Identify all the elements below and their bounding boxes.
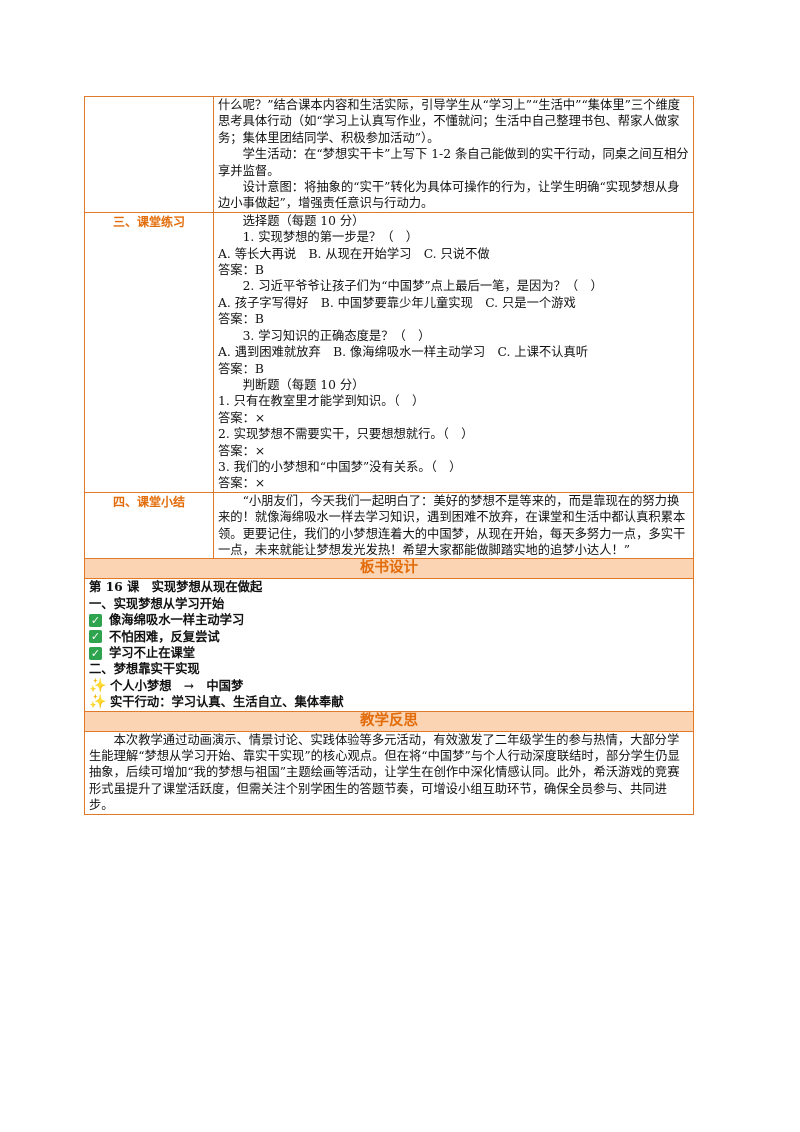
board-check-item: ✓ 像海绵吸水一样主动学习	[89, 612, 689, 628]
question-line: 1. 实现梦想的第一步是？（ ）	[242, 230, 419, 245]
board-header: 板书设计	[84, 558, 694, 580]
summary-content: “小朋友们，今天我们一起明白了：美好的梦想不是等来的，而是靠现在的努力换来的！就…	[213, 491, 694, 560]
answer-line: 答案：B	[218, 312, 264, 327]
board-star-item: ✨ 个人小梦想 → 中国梦	[89, 678, 689, 694]
board-section-2: 二、梦想靠实干实现	[89, 661, 200, 677]
check-icon: ✓	[89, 630, 102, 644]
judge-heading: 判断题（每题 10 分）	[242, 377, 365, 392]
reflection-text: 本次教学通过动画演示、情景讨论、实践体验等多元活动，有效激发了二年级学生的参与热…	[89, 732, 680, 813]
answer-line: 答案：×	[218, 410, 266, 425]
design-intent-paragraph: 设计意图：将抽象的“实干”转化为具体可操作的行为，让学生明确“实现梦想从身边小事…	[218, 180, 680, 211]
question-line: 2. 实现梦想不需要实干，只要想想就行。（ ）	[218, 427, 474, 442]
question-line: 2. 习近平爷爷让孩子们为“中国梦”点上最后一笔，是因为？（ ）	[242, 279, 603, 294]
activity-label-cell	[84, 96, 214, 213]
practice-row: 三、课堂练习 选择题（每题 10 分） 1. 实现梦想的第一步是？（ ） A. …	[84, 211, 694, 493]
star-item-text: 个人小梦想 → 中国梦	[110, 677, 244, 693]
question-line: 3. 我们的小梦想和“中国梦”没有关系。（ ）	[218, 459, 462, 474]
summary-text: “小朋友们，今天我们一起明白了：美好的梦想不是等来的，而是靠现在的努力换来的！就…	[218, 493, 686, 557]
summary-row: 四、课堂小结 “小朋友们，今天我们一起明白了：美好的梦想不是等来的，而是靠现在的…	[84, 491, 694, 560]
reflection-header-row: 教学反思	[84, 710, 694, 732]
board-row: 第 16 课 实现梦想从现在做起 一、实现梦想从学习开始 ✓ 像海绵吸水一样主动…	[84, 578, 694, 712]
board-header-row: 板书设计	[84, 558, 694, 580]
practice-content: 选择题（每题 10 分） 1. 实现梦想的第一步是？（ ） A. 等长大再说 B…	[213, 211, 694, 493]
options-line: A. 遇到困难就放弃 B. 像海绵吸水一样主动学习 C. 上课不认真听	[218, 345, 589, 360]
summary-label: 四、课堂小结	[84, 491, 214, 560]
options-line: A. 等长大再说 B. 从现在开始学习 C. 只说不做	[218, 246, 490, 261]
question-line: 3. 学习知识的正确态度是？（ ）	[242, 328, 431, 343]
lesson-plan-table: 什么呢？”结合课本内容和生活实际，引导学生从“学习上”“生活中”“集体里”三个维…	[84, 96, 694, 815]
check-item-text: 像海绵吸水一样主动学习	[109, 612, 245, 628]
reflection-content: 本次教学通过动画演示、情景讨论、实践体验等多元活动，有效激发了二年级学生的参与热…	[84, 730, 694, 815]
board-check-item: ✓ 不怕困难，反复尝试	[89, 629, 689, 645]
activity-row: 什么呢？”结合课本内容和生活实际，引导学生从“学习上”“生活中”“集体里”三个维…	[84, 96, 694, 213]
reflection-row: 本次教学通过动画演示、情景讨论、实践体验等多元活动，有效激发了二年级学生的参与热…	[84, 730, 694, 815]
practice-label: 三、课堂练习	[84, 211, 214, 493]
star-icon: ✨	[89, 678, 107, 695]
board-title: 第 16 课 实现梦想从现在做起	[89, 579, 263, 595]
board-content: 第 16 课 实现梦想从现在做起 一、实现梦想从学习开始 ✓ 像海绵吸水一样主动…	[84, 578, 694, 712]
check-icon: ✓	[89, 613, 102, 627]
answer-line: 答案：×	[218, 476, 266, 491]
options-line: A. 孩子字写得好 B. 中国梦要靠少年儿童实现 C. 只是一个游戏	[218, 295, 576, 310]
answer-line: 答案：B	[218, 361, 264, 376]
activity-paragraph: 什么呢？”结合课本内容和生活实际，引导学生从“学习上”“生活中”“集体里”三个维…	[218, 98, 681, 145]
student-activity-paragraph: 学生活动：在“梦想实干卡”上写下 1-2 条自己能做到的实干行动，同桌之间互相分…	[218, 147, 689, 178]
choice-heading: 选择题（每题 10 分）	[242, 213, 365, 228]
star-item-text: 实干行动：学习认真、生活自立、集体奉献	[110, 694, 344, 710]
question-line: 1. 只有在教室里才能学到知识。（ ）	[218, 394, 425, 409]
star-icon: ✨	[89, 694, 107, 711]
activity-content: 什么呢？”结合课本内容和生活实际，引导学生从“学习上”“生活中”“集体里”三个维…	[213, 96, 694, 213]
check-item-text: 不怕困难，反复尝试	[109, 628, 220, 644]
answer-line: 答案：×	[218, 443, 266, 458]
reflection-header: 教学反思	[84, 710, 694, 732]
board-check-item: ✓ 学习不止在课堂	[89, 645, 689, 661]
check-icon: ✓	[89, 646, 102, 660]
check-item-text: 学习不止在课堂	[109, 645, 196, 660]
answer-line: 答案：B	[218, 263, 264, 278]
board-star-item: ✨ 实干行动：学习认真、生活自立、集体奉献	[89, 694, 689, 710]
board-section-1: 一、实现梦想从学习开始	[89, 595, 225, 611]
